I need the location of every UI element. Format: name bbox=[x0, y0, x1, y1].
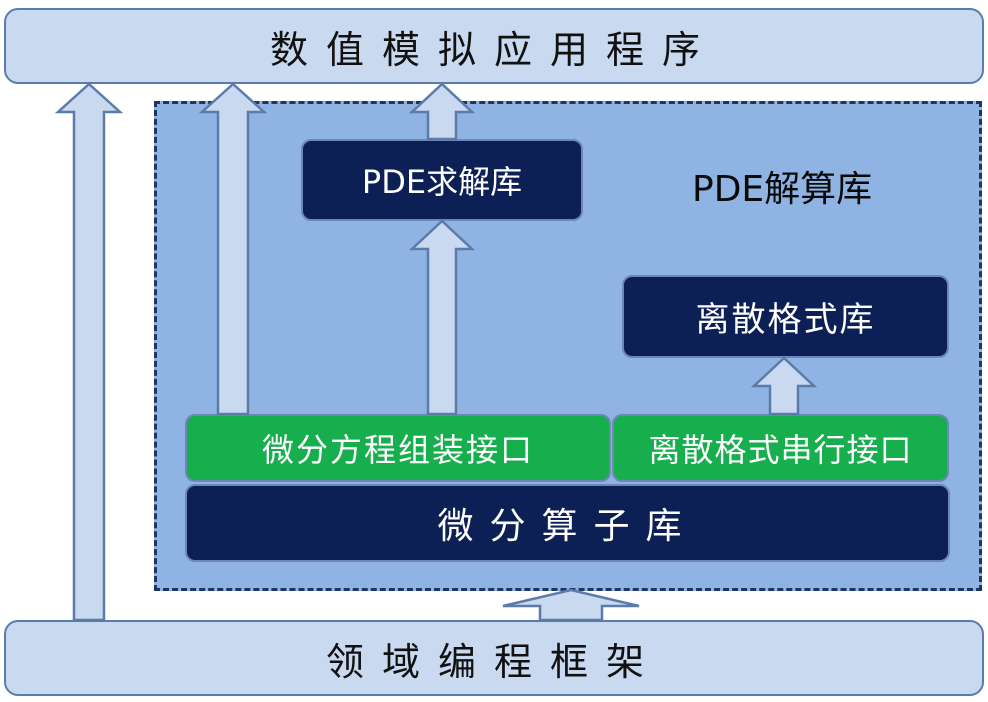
differential-operator-box: 微分算子库 bbox=[185, 484, 950, 562]
top-application-bar: 数值模拟应用程序 bbox=[4, 8, 984, 84]
arrow-framework-to-app bbox=[54, 82, 124, 622]
discrete-scheme-label: 离散格式库 bbox=[695, 300, 876, 340]
scheme-serial-label: 离散格式串行接口 bbox=[648, 431, 913, 469]
differential-operator-label: 微分算子库 bbox=[437, 506, 698, 547]
arrow-solver-to-app bbox=[408, 82, 476, 141]
scheme-serial-interface-box: 离散格式串行接口 bbox=[612, 414, 949, 482]
arrow-assembly-to-app bbox=[198, 82, 268, 416]
bottom-framework-label: 领域编程框架 bbox=[325, 639, 662, 684]
arrow-assembly-to-solver bbox=[408, 219, 476, 416]
arrow-framework-to-operator bbox=[502, 588, 640, 622]
pde-solver-box: PDE求解库 bbox=[301, 139, 583, 221]
arrow-serial-to-scheme bbox=[750, 356, 818, 416]
equation-assembly-label: 微分方程组装接口 bbox=[261, 431, 534, 469]
bottom-framework-bar: 领域编程框架 bbox=[4, 620, 984, 696]
equation-assembly-interface-box: 微分方程组装接口 bbox=[185, 414, 611, 482]
pde-solver-region-label: PDE解算库 bbox=[692, 169, 873, 210]
pde-solver-label: PDE求解库 bbox=[361, 163, 523, 201]
top-application-label: 数值模拟应用程序 bbox=[269, 27, 718, 72]
discrete-scheme-box: 离散格式库 bbox=[622, 275, 949, 358]
